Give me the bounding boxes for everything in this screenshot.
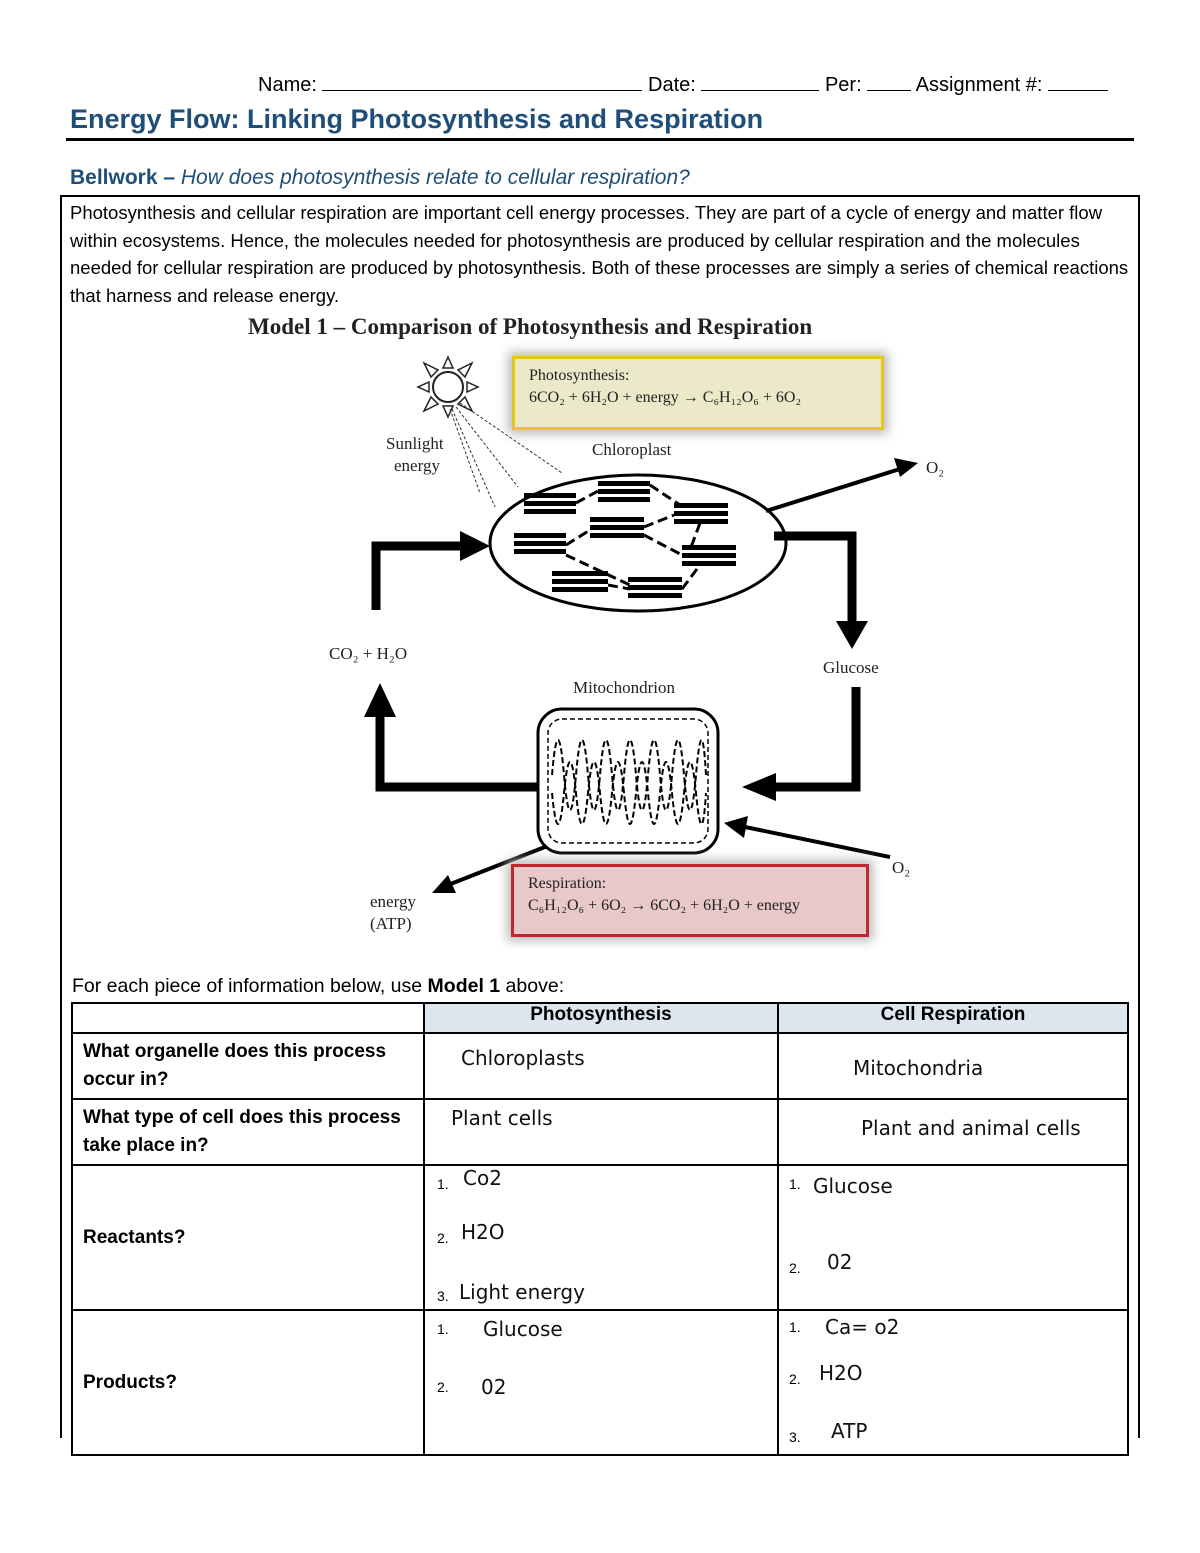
answer-text: Chloroplasts <box>461 1046 585 1070</box>
worksheet-frame <box>60 195 1140 1438</box>
row-question: What type of cell does this process take… <box>71 1098 425 1166</box>
name-label: Name: <box>258 74 317 96</box>
row-question: Reactants? <box>71 1164 425 1311</box>
answer-text: Mitochondria <box>853 1056 984 1080</box>
date-field[interactable] <box>701 72 820 91</box>
answer-text: Light energy <box>459 1280 585 1304</box>
answer-cell[interactable]: 1. Ca= o2 2. H2O 3. ATP <box>777 1309 1129 1456</box>
energy-cycle-diagram <box>364 355 918 893</box>
photosynthesis-eq-title: Photosynthesis: <box>529 367 630 384</box>
arrow-head-co2 <box>364 683 396 717</box>
chloroplast-label: Chloroplast <box>592 440 672 459</box>
arrow-head-into-mito <box>742 773 776 801</box>
answer-text: Glucose <box>483 1317 563 1341</box>
energy-label: energy <box>370 892 416 911</box>
answer-text: 02 <box>827 1250 853 1274</box>
arrow-head-o2-in <box>724 816 748 838</box>
arrow-head-o2-out <box>894 458 918 477</box>
answer-cell[interactable]: Chloroplasts <box>423 1032 779 1100</box>
bellwork-prompt: Bellwork – How does photosynthesis relat… <box>70 166 690 190</box>
answer-text: Co2 <box>463 1166 502 1190</box>
arrow-head-into-chloroplast <box>460 531 490 561</box>
photosynthesis-equation-box: Photosynthesis: 6CO₂ + 6H₂O + energy → C… <box>512 356 884 430</box>
model-title: Model 1 – Comparison of Photosynthesis a… <box>248 314 813 339</box>
answer-cell[interactable]: Mitochondria <box>777 1032 1129 1100</box>
answer-text: Ca= o2 <box>825 1315 900 1339</box>
answer-text: Plant and animal cells <box>861 1116 1081 1140</box>
page-title: Energy Flow: Linking Photosynthesis and … <box>70 104 764 134</box>
glucose-label: Glucose <box>823 658 879 677</box>
table-row: What type of cell does this process take… <box>71 1098 1129 1166</box>
respiration-eq: C₆H₁₂O₆ + 6O₂ → 6CO₂ + 6H₂O + energy <box>528 897 801 914</box>
bellwork-label: Bellwork – <box>70 166 176 189</box>
arrow-head-energy <box>432 875 456 893</box>
o2-output-label: O₂ <box>926 458 945 477</box>
col-header-photosynthesis: Photosynthesis <box>423 1002 779 1034</box>
answer-text: Glucose <box>813 1174 893 1198</box>
answer-cell[interactable]: 1. Glucose 2. 02 <box>777 1164 1129 1311</box>
o2-input-label: O₂ <box>892 858 911 877</box>
respiration-equation-box: Respiration: C₆H₁₂O₆ + 6O₂ → 6CO₂ + 6H₂O… <box>511 864 869 937</box>
table-row: What organelle does this process occur i… <box>71 1032 1129 1100</box>
assignment-field[interactable] <box>1047 72 1108 91</box>
table-header-row: Photosynthesis Cell Respiration <box>71 1002 1129 1034</box>
answer-text: 02 <box>481 1375 507 1399</box>
chloroplast-shape <box>488 473 788 613</box>
title-divider <box>66 138 1134 141</box>
answer-text: Plant cells <box>451 1106 553 1130</box>
bellwork-question: How does photosynthesis relate to cellul… <box>180 166 690 189</box>
row-question: Products? <box>71 1309 425 1456</box>
col-header-respiration: Cell Respiration <box>777 1002 1129 1034</box>
row-question: What organelle does this process occur i… <box>71 1032 425 1100</box>
answer-text: H2O <box>461 1220 505 1244</box>
atp-label: (ATP) <box>370 914 412 933</box>
sun-icon <box>416 355 480 419</box>
co2-h2o-label: CO₂ + H₂O <box>329 644 408 663</box>
answer-cell[interactable]: 1. Co2 2. H2O 3. Light energy <box>423 1164 779 1311</box>
answer-cell[interactable]: Plant and animal cells <box>777 1098 1129 1166</box>
photosynthesis-eq: 6CO₂ + 6H₂O + energy → C₆H₁₂O₆ + 6O₂ <box>529 389 802 406</box>
date-label: Date: <box>648 74 696 96</box>
header-empty-cell <box>71 1002 425 1034</box>
respiration-eq-title: Respiration: <box>528 875 607 892</box>
answer-cell[interactable]: 1. Glucose 2. 02 <box>423 1309 779 1456</box>
mitochondrion-shape <box>536 707 720 855</box>
intro-paragraph: Photosynthesis and cellular respiration … <box>70 202 1129 306</box>
answer-cell[interactable]: Plant cells <box>423 1098 779 1166</box>
answer-text: ATP <box>831 1419 868 1443</box>
table-row: Products? 1. Glucose 2. 02 1. Ca= o2 2. … <box>71 1309 1129 1456</box>
arrow-head-glucose <box>836 621 868 649</box>
period-field[interactable] <box>867 72 912 91</box>
per-label: Per: <box>824 74 862 96</box>
header-line: Name: Date: Per: Assignment #: <box>258 72 1138 97</box>
sunlight-rays <box>449 402 563 508</box>
comparison-table: Photosynthesis Cell Respiration What org… <box>71 1002 1129 1456</box>
mitochondrion-label: Mitochondrion <box>573 678 675 697</box>
answer-text: H2O <box>819 1361 863 1385</box>
name-field[interactable] <box>322 72 643 91</box>
assignment-label: Assignment #: <box>915 74 1043 96</box>
sunlight-label: Sunlight <box>386 434 444 453</box>
table-instructions: For each piece of information below, use… <box>72 975 565 997</box>
table-row: Reactants? 1. Co2 2. H2O 3. Light energy… <box>71 1164 1129 1311</box>
sunlight-energy-label: energy <box>394 456 440 475</box>
